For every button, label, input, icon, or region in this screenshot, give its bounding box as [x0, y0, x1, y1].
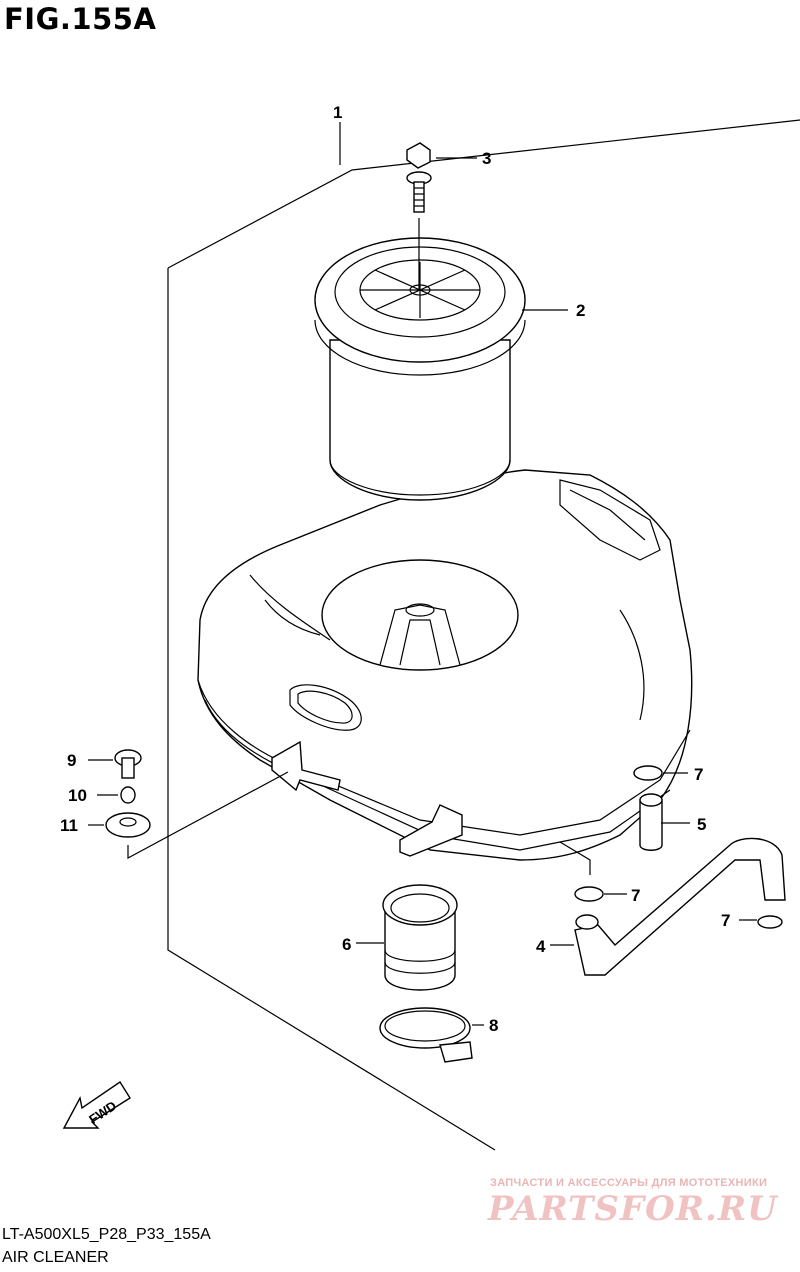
watermark-logo: PARTSFOR.RU	[488, 1189, 778, 1229]
watermark-tagline: ЗАПЧАСТИ И АКСЕССУАРЫ ДЛЯ МОТОТЕХНИКИ	[490, 1177, 768, 1189]
callout-5: 5	[697, 815, 706, 834]
figure-title: FIG.155A	[4, 2, 157, 36]
callout-8: 8	[489, 1016, 498, 1035]
section-name: AIR CLEANER	[2, 1249, 109, 1266]
drain-hose	[574, 837, 786, 976]
hose-clamp	[379, 1007, 473, 1063]
mount-hardware	[105, 749, 151, 838]
air-cleaner-element	[314, 237, 526, 501]
callout-7c: 7	[721, 911, 730, 930]
leader-lines	[88, 122, 757, 1026]
callout-7a: 7	[694, 765, 703, 784]
clips	[574, 765, 783, 929]
drain-plug	[639, 793, 663, 851]
callout-2: 2	[576, 301, 585, 320]
callout-4: 4	[536, 937, 546, 956]
assembly-frame	[167, 119, 800, 269]
callout-11: 11	[60, 816, 78, 835]
forward-direction-arrow: FWD	[62, 1081, 131, 1129]
air-cleaner-case	[197, 469, 693, 861]
intake-pipe	[382, 884, 458, 991]
model-code: LT-A500XL5_P28_P33_155A	[2, 1226, 211, 1243]
wing-bolt	[406, 142, 432, 213]
callout-9: 9	[67, 751, 76, 770]
callout-3: 3	[482, 149, 491, 168]
callout-6: 6	[342, 935, 351, 954]
assembly-frame-left	[167, 268, 496, 1151]
callout-10: 10	[68, 786, 87, 805]
callout-7b: 7	[631, 886, 640, 905]
callout-1: 1	[333, 103, 342, 122]
